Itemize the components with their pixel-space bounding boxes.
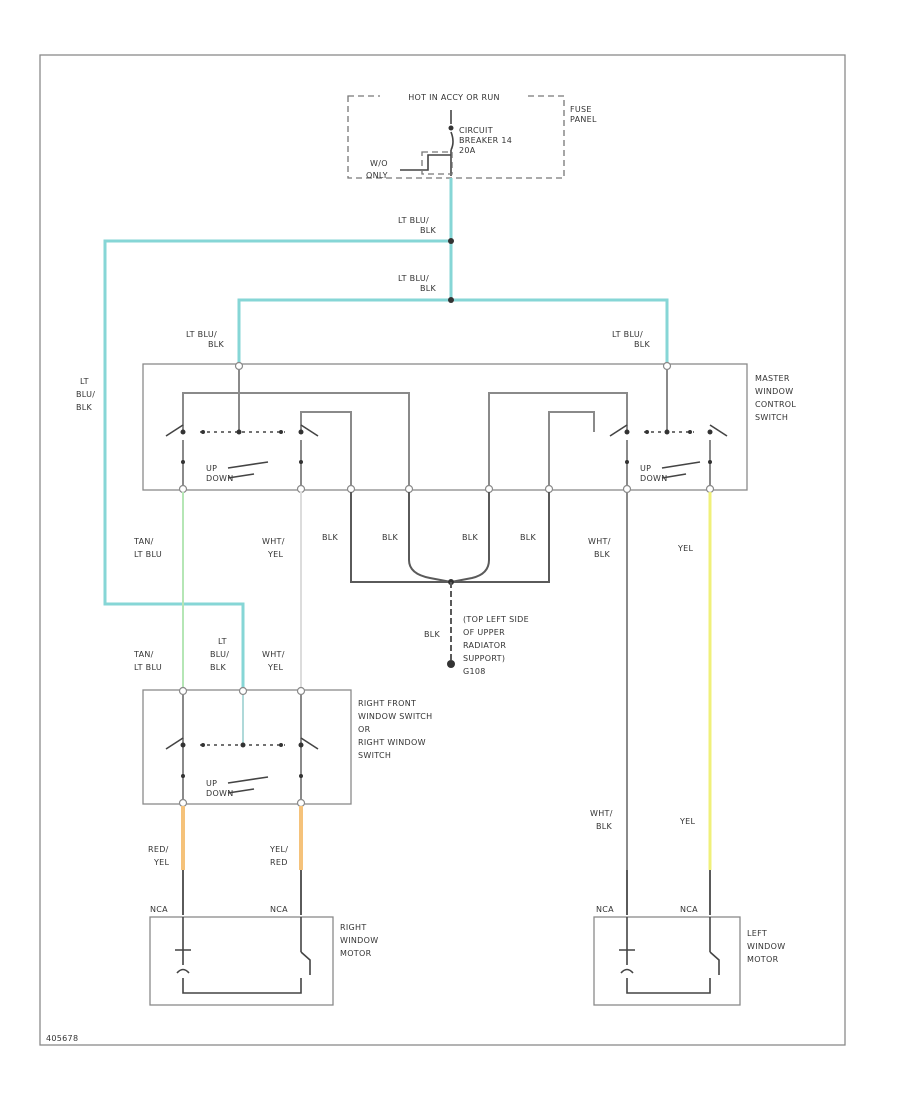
fuse-panel-box [347,95,565,179]
wire-label-tan-up-a: TAN/ [133,537,154,546]
master-down-left: DOWN [206,474,234,483]
master-up-right: UP [640,464,651,473]
ground-label-3: RADIATOR [463,641,506,650]
master-window-control-switch: UP DOWN UP DOWN MASTER WINDOW CONTROL SW… [142,361,796,494]
wire-label-nca-2: NCA [270,905,288,914]
right-motor-label-3: MOTOR [340,949,372,958]
wire-label-yelred-a: YEL/ [269,845,288,854]
ground-label-2: OF UPPER [463,628,505,637]
right-switch-label-4: RIGHT WINDOW [358,738,426,747]
wire-label-whtyel-low-a: WHT/ [262,650,285,659]
splice-1 [448,238,454,244]
wire-label-ltblu-vert-a: LT [80,377,89,386]
wire-label-blk-4: BLK [520,533,537,542]
master-down-right: DOWN [640,474,668,483]
wire-label-blk-1: BLK [322,533,339,542]
wire-label-ltblu-2a: LT BLU/ [398,274,429,283]
left-window-motor: LEFT WINDOW MOTOR [593,916,785,1006]
wire-label-blk-2: BLK [382,533,399,542]
right-motor-label-1: RIGHT [340,923,367,932]
wire-label-ltblu-left-a: LT BLU/ [186,330,217,339]
lt-blu-feed: LT BLU/ BLK LT BLU/ BLK LT BLU/ BLK LT B… [76,178,669,690]
footer-code: 405678 [46,1034,78,1043]
master-label-1: MASTER [755,374,790,383]
right-switch-up: UP [206,779,217,788]
fuse-panel-header: HOT IN ACCY OR RUN [408,93,500,102]
right-switch-label-3: OR [358,725,371,734]
wire-label-whtblk-up-b: BLK [594,550,611,559]
wire-label-ltblu-low-b: BLU/ [210,650,229,659]
middle-wiring: TAN/ LT BLU WHT/ YEL BLK BLK BLK BLK BLK… [133,492,712,870]
wire-label-blk-3: BLK [462,533,479,542]
splice-2 [448,297,454,303]
wire-label-ltblu-2b: BLK [420,284,437,293]
ground-label-1: (TOP LEFT SIDE [463,615,529,624]
wire-label-ltblu-low-c: BLK [210,663,227,672]
wire-label-ltblu-1a: LT BLU/ [398,216,429,225]
wire-label-redyel-a: RED/ [148,845,169,854]
right-switch-box [142,689,352,805]
left-motor-label-2: WINDOW [747,942,785,951]
fuse-note-1: W/O [370,159,388,168]
left-motor-box [593,916,741,1006]
breaker-label-3: 20A [459,146,476,155]
wire-label-yel-up: YEL [677,544,694,553]
master-label-2: WINDOW [755,387,793,396]
right-switch-label-2: WINDOW SWITCH [358,712,432,721]
fuse-panel-label-2: PANEL [570,115,597,124]
right-switch-label-5: SWITCH [358,751,391,760]
left-motor-label-3: MOTOR [747,955,779,964]
ground-point [447,660,455,668]
wire-label-blk-ground: BLK [424,630,441,639]
right-front-window-switch: UP DOWN RIGHT FRONT WINDOW SWITCH OR RIG… [142,686,432,808]
wire-label-nca-1: NCA [150,905,168,914]
master-up-left: UP [206,464,217,473]
wire-label-whtblk-up-a: WHT/ [588,537,611,546]
wire-label-ltblu-right-b: BLK [634,340,651,349]
wire-label-whtblk-low-a: WHT/ [590,809,613,818]
wire-label-ltblu-right-a: LT BLU/ [612,330,643,339]
wire-label-whtblk-low-b: BLK [596,822,613,831]
circuit-breaker-symbol [450,131,454,151]
wire-label-nca-3: NCA [596,905,614,914]
right-switch-label-1: RIGHT FRONT [358,699,416,708]
fuse-note-2: ONLY [366,171,388,180]
right-switch-down: DOWN [206,789,234,798]
lower-wiring: RED/ YEL YEL/ RED WHT/ BLK YEL NCA NCA N… [148,806,711,915]
left-motor-label-1: LEFT [747,929,767,938]
wire-label-tan-low-b: LT BLU [134,663,162,672]
fuse-panel-label-1: FUSE [570,105,592,114]
breaker-label-2: BREAKER 14 [459,136,512,145]
wire-label-ltblu-vert-b: BLU/ [76,390,95,399]
breaker-label-1: CIRCUIT [459,126,493,135]
master-switch-box [142,363,748,491]
fuse-panel: HOT IN ACCY OR RUN CIRCUIT BREAKER 14 20… [347,92,597,180]
wire-label-tan-low-a: TAN/ [133,650,154,659]
wire-label-ltblu-left-b: BLK [208,340,225,349]
master-label-3: CONTROL [755,400,796,409]
wire-label-yel-low: YEL [679,817,696,826]
wire-label-yelred-b: RED [270,858,288,867]
wire-label-whtyel-up-b: YEL [267,550,284,559]
wire-label-ltblu-low-a: LT [218,637,227,646]
wire-label-whtyel-up-a: WHT/ [262,537,285,546]
master-label-4: SWITCH [755,413,788,422]
wire-label-ltblu-vert-c: BLK [76,403,93,412]
right-motor-label-2: WINDOW [340,936,378,945]
wire-label-nca-4: NCA [680,905,698,914]
diagram-frame [39,54,846,1046]
wire-label-ltblu-1b: BLK [420,226,437,235]
ground-label-4: SUPPORT) [463,654,505,663]
wire-label-redyel-b: YEL [153,858,170,867]
wire-label-whtyel-low-b: YEL [267,663,284,672]
ground-label-5: G108 [463,667,486,676]
right-motor-box [149,916,334,1006]
right-window-motor: RIGHT WINDOW MOTOR [149,916,378,1006]
wire-label-tan-up-b: LT BLU [134,550,162,559]
